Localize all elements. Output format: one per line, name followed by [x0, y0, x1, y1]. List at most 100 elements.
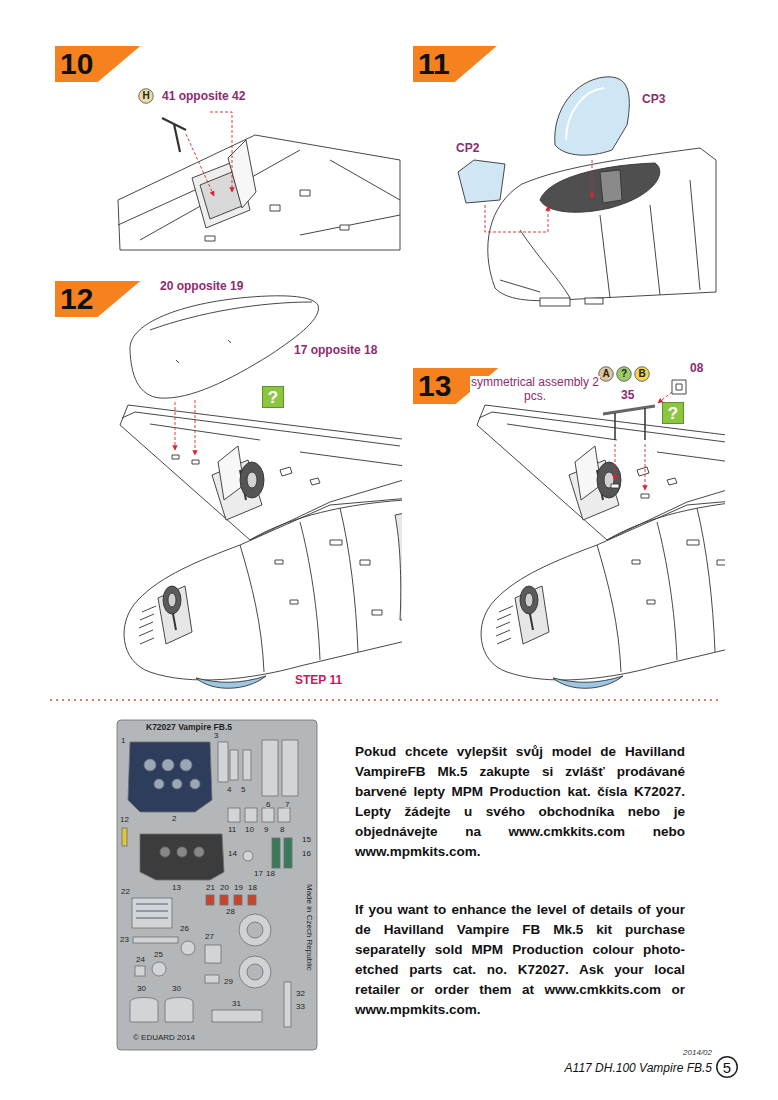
option-square — [663, 403, 684, 424]
kit-name: A117 DH.100 Vampire FB.5 — [565, 1062, 712, 1076]
step-flag — [413, 46, 497, 82]
node-text: ? — [268, 389, 278, 406]
line-art — [262, 740, 278, 796]
line-art — [210, 112, 232, 192]
fret-number: 18 — [266, 870, 275, 878]
fret-number: 31 — [232, 1000, 241, 1008]
line-art — [186, 134, 214, 196]
fret-number: 27 — [205, 933, 214, 941]
fret-number: 32 — [296, 990, 305, 998]
line-art — [140, 834, 224, 880]
fret-number: 21 — [206, 884, 215, 892]
line-art — [603, 406, 655, 414]
line-art — [228, 808, 240, 822]
fret-number: 28 — [226, 908, 235, 916]
line-art — [117, 720, 317, 1050]
note-text: If you want to enhance the level of deta… — [355, 900, 685, 1020]
node-text: B — [638, 369, 645, 379]
line-art — [611, 484, 649, 498]
option-square — [263, 387, 284, 408]
line-art — [477, 405, 725, 688]
node-text: 11 — [413, 49, 450, 79]
line-art — [118, 150, 400, 240]
fret-number: 15 — [302, 836, 311, 844]
line-art — [230, 750, 238, 780]
fret-title: K72027 Vampire FB.5 — [146, 723, 232, 732]
fret-number: 20 — [220, 884, 229, 892]
fret-number: 6 — [266, 801, 270, 809]
line-art — [540, 163, 660, 212]
step-flag — [55, 46, 140, 82]
line-art — [243, 851, 253, 861]
line-art — [645, 444, 646, 490]
print-date: 2014/02 — [683, 1048, 712, 1057]
fret-number: 2 — [172, 815, 176, 823]
step-12-art — [120, 296, 410, 688]
node-text: ? — [668, 405, 678, 422]
node-text: H — [142, 91, 149, 101]
step-badge: 10 — [55, 46, 140, 82]
fret-number: 3 — [214, 732, 218, 740]
fret-number: 11 — [228, 826, 236, 834]
color-code: H — [138, 88, 154, 104]
line-art — [205, 975, 219, 983]
node-text: 10 — [55, 49, 93, 79]
line-art — [245, 808, 257, 822]
round-outline — [717, 1057, 738, 1078]
fret-number: 10 — [245, 826, 254, 834]
step-11-art — [458, 77, 716, 306]
line-art — [500, 280, 540, 292]
fret-number: 9 — [264, 826, 268, 834]
line-art — [130, 998, 158, 1023]
separator-line — [50, 699, 722, 701]
line-art — [165, 998, 193, 1023]
round-outline — [599, 367, 614, 382]
color-code: ? — [616, 366, 632, 382]
fret-number: 5 — [241, 786, 245, 794]
assembly-note: symmetrical assembly 2 pcs. — [470, 376, 600, 404]
line-art — [172, 779, 182, 789]
fret-number: 30 — [137, 985, 146, 993]
line-art — [458, 160, 505, 203]
part-callout: CP3 — [640, 93, 667, 107]
fret-number: 23 — [120, 936, 129, 944]
step-badge: 11 — [413, 46, 497, 82]
fret-number: 13 — [172, 884, 181, 892]
page-number: 5 — [716, 1056, 738, 1078]
line-art — [206, 895, 214, 905]
line-art — [177, 847, 187, 857]
line-art — [120, 405, 402, 688]
fret-number: 16 — [302, 850, 311, 858]
line-art — [672, 380, 686, 394]
line-art — [284, 838, 292, 868]
color-code: B — [634, 366, 650, 382]
fret-number: 24 — [136, 956, 145, 964]
line-art — [135, 966, 145, 976]
line-art — [248, 895, 256, 905]
fret-number: 29 — [224, 978, 233, 986]
node-text: 12 — [55, 284, 93, 314]
line-art — [555, 77, 630, 155]
line-art — [592, 160, 593, 198]
line-art — [205, 945, 221, 963]
line-art — [190, 779, 200, 789]
step-10-art — [118, 112, 400, 250]
node-text: 13 — [413, 371, 451, 401]
line-art — [566, 88, 604, 140]
line-art — [150, 302, 312, 363]
fret-number: 25 — [154, 951, 163, 959]
line-art — [154, 779, 164, 789]
node-text: A — [602, 369, 609, 379]
fret-number: 8 — [280, 826, 284, 834]
round-outline — [617, 367, 632, 382]
fret-number: 7 — [285, 801, 289, 809]
line-art — [130, 296, 319, 398]
line-art — [488, 148, 716, 301]
line-art — [485, 205, 548, 232]
line-art — [262, 808, 274, 822]
line-art — [247, 964, 263, 980]
line-art — [130, 296, 319, 464]
line-art — [239, 956, 271, 988]
